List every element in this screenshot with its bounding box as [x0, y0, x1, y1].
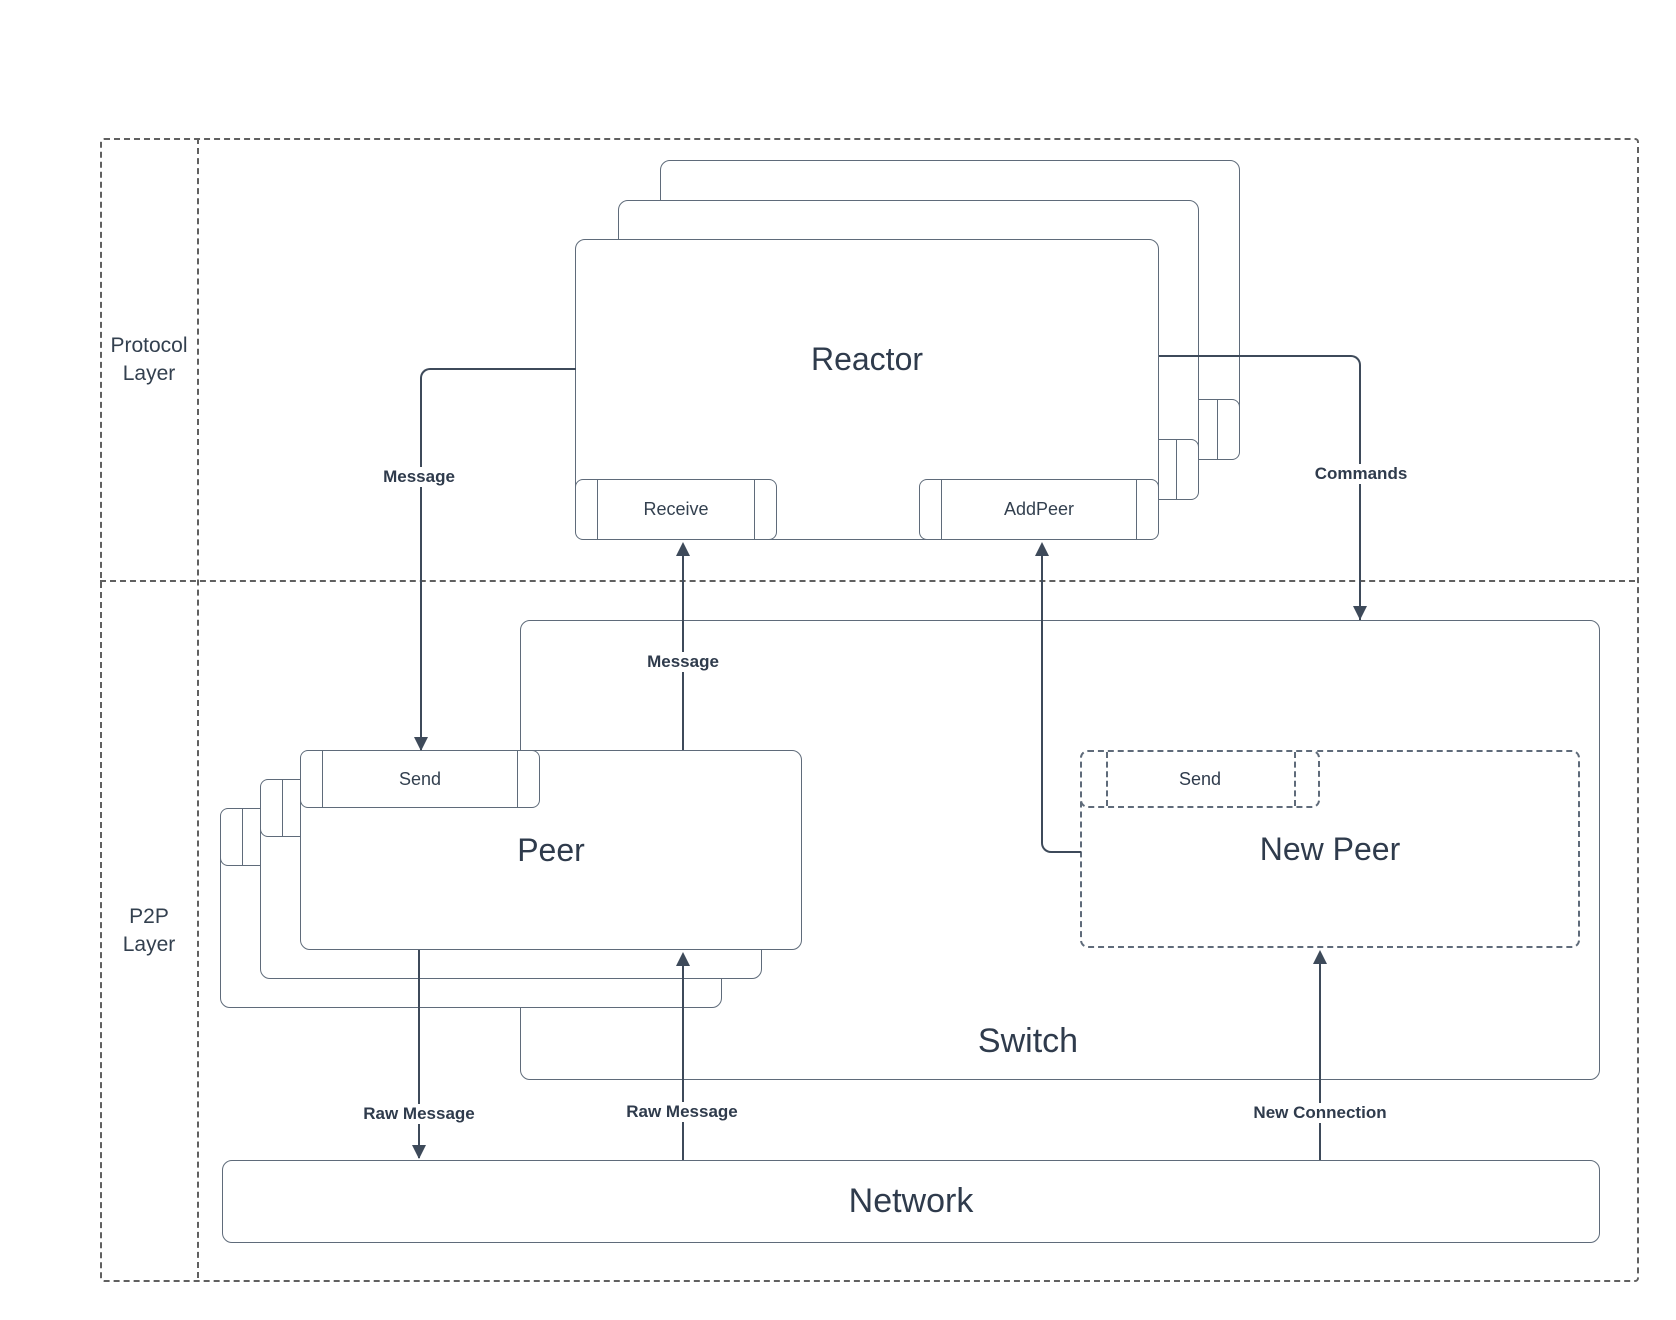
new-peer-send-label: Send: [1178, 768, 1222, 789]
layer-label-divider: [197, 138, 199, 1278]
edge-new-connection: [1319, 954, 1321, 1160]
new-peer-node: New Peer Send: [1080, 750, 1580, 948]
reactor-label: Reactor: [810, 340, 924, 377]
arrowhead-message-to-receive: [676, 542, 690, 556]
message-to-receive-label: Message: [640, 652, 726, 672]
receive-label: Receive: [643, 499, 709, 519]
receive-port: Receive: [575, 479, 777, 540]
edge-newpeer-to-addpeer: [1041, 545, 1081, 853]
reactor-node: Reactor Receive AddPeer: [575, 239, 1159, 540]
raw-message-in-label: Raw Message: [619, 1102, 745, 1122]
peer-label: Peer: [517, 831, 585, 868]
arrowhead-raw-message-in: [676, 952, 690, 966]
edge-message-to-send: [420, 368, 576, 750]
arrowhead-commands: [1353, 606, 1367, 620]
peer-node: Peer Send: [300, 750, 802, 950]
edge-raw-message-in: [682, 955, 684, 1160]
protocol-layer-label: Protocol Layer: [110, 334, 188, 385]
switch-label: Switch: [977, 1022, 1079, 1060]
arrowhead-message-to-send: [414, 737, 428, 751]
diagram-outer-frame: [100, 138, 1639, 1282]
addpeer-port: AddPeer: [919, 479, 1159, 540]
network-node: Network: [222, 1160, 1600, 1243]
p2p-layer-label: P2P Layer: [122, 905, 176, 956]
commands-label: Commands: [1307, 464, 1415, 484]
arrowhead-new-connection: [1313, 950, 1327, 964]
message-to-send-label: Message: [376, 467, 462, 487]
peer-send-port: Send: [300, 750, 540, 808]
new-connection-label: New Connection: [1246, 1103, 1394, 1123]
network-label: Network: [848, 1182, 974, 1220]
new-peer-label: New Peer: [1259, 830, 1401, 867]
addpeer-label: AddPeer: [1003, 499, 1075, 519]
arrowhead-raw-message-out: [412, 1145, 426, 1159]
raw-message-out-label: Raw Message: [356, 1104, 482, 1124]
peer-send-label: Send: [398, 768, 442, 789]
new-peer-send-port: Send: [1080, 750, 1320, 808]
edge-commands: [1159, 355, 1361, 620]
edge-message-to-receive: [682, 545, 684, 750]
arrowhead-newpeer-to-addpeer: [1035, 542, 1049, 556]
protocol-p2p-divider: [100, 580, 1635, 582]
edge-raw-message-out: [418, 950, 420, 1158]
